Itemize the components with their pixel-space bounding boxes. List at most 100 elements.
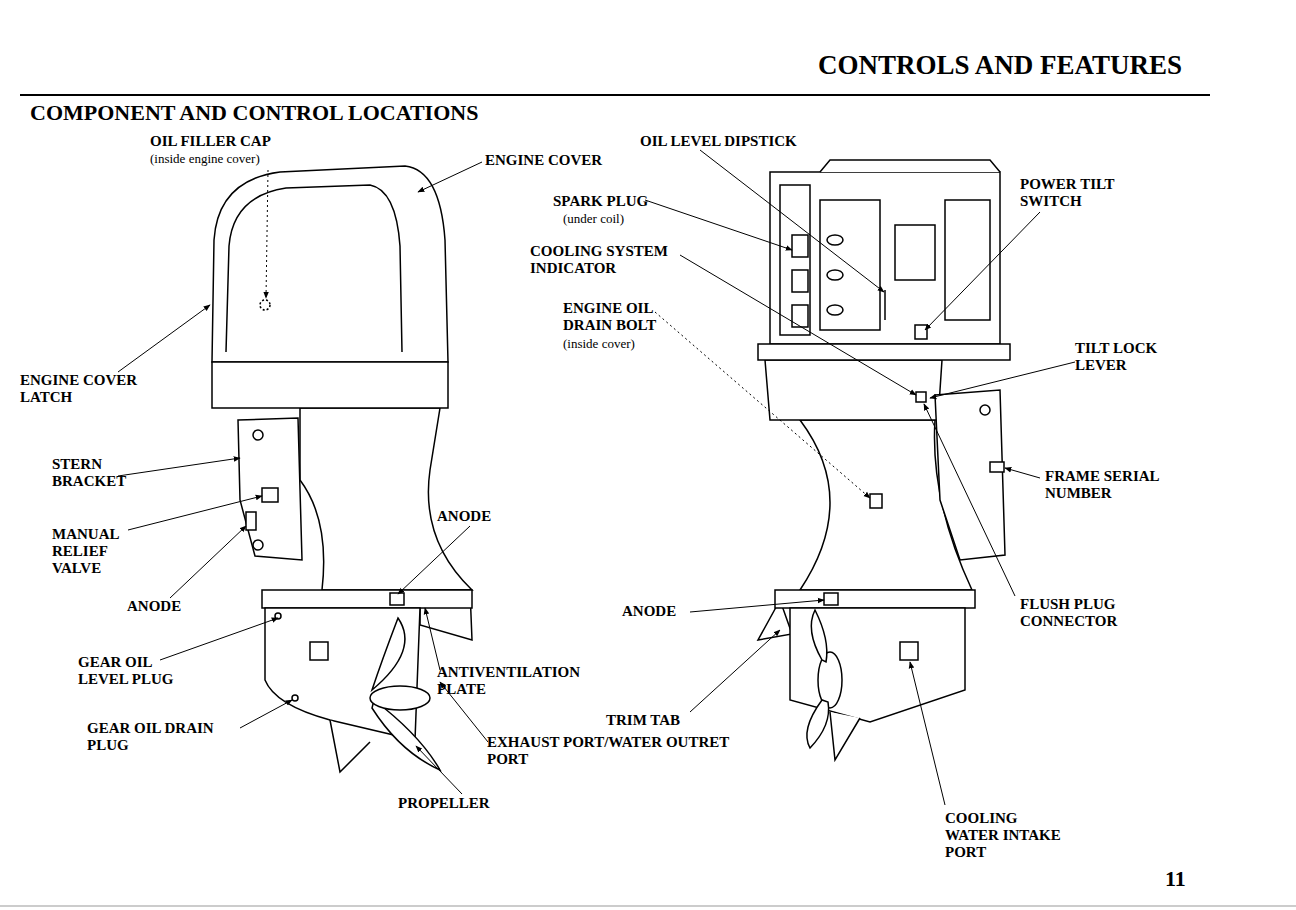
engine-block [770,172,1000,344]
leader-line [128,496,262,530]
bracket-anode [246,512,256,530]
lower-cowl [212,362,448,408]
engine-base [758,344,1010,360]
part-label: (inside cover) [563,336,683,351]
leader-line [118,458,240,476]
engine-top [820,160,1000,172]
antiventilation-plate-shape [262,590,472,608]
part-label: SPARK PLUG [553,193,673,210]
part-label: STERN BRACKET [52,456,142,490]
propeller-blade [372,618,405,690]
leader-line [690,600,824,612]
leader-line [266,170,268,298]
engine-cover-shape [212,166,448,362]
leader-line [170,526,246,598]
part-label: COOLING SYSTEM INDICATOR [530,243,680,277]
logo-plate [900,642,918,660]
leader-line [160,618,278,660]
part-label: OIL FILLER CAP [150,133,310,150]
leader-line [910,662,945,805]
head-bolt [827,235,843,245]
part-label: MANUAL RELIEF VALVE [52,526,127,577]
indicator-outlet [916,392,926,402]
leader-line [924,404,1015,596]
coil [792,270,808,292]
part-label: TILT LOCK LEVER [1075,340,1175,374]
part-label: COOLING WATER INTAKE PORT [945,810,1067,861]
leader-line [700,150,884,292]
leader-line [655,312,870,498]
serial-plate [990,462,1004,472]
leader-line [398,526,470,594]
leader-line [680,255,916,395]
tilt-switch [915,325,927,339]
part-label: FRAME SERIAL NUMBER [1045,468,1185,502]
stern-bracket-shape [935,390,1005,560]
leader-line [1005,468,1040,478]
part-label: ENGINE COVER [485,152,635,169]
lower-cowl [765,360,942,420]
coil [792,305,808,327]
header-rule [20,94,1210,96]
coil [792,235,808,257]
part-label: OIL LEVEL DIPSTICK [640,133,860,150]
page-edge [0,906,1296,907]
propeller-blade [807,700,829,748]
part-label: FLUSH PLUG CONNECTOR [1020,596,1160,630]
running-header: CONTROLS AND FEATURES [780,50,1182,81]
part-label: GEAR OIL DRAIN PLUG [87,720,247,754]
plate-anode [824,593,838,605]
part-label: ENGINE OIL DRAIN BOLT [563,300,663,334]
left-motor [212,166,472,772]
part-label: (inside engine cover) [150,151,310,166]
logo-plate [310,642,328,660]
cover-panel [226,185,402,352]
part-label: ANTIVENTILATION PLATE [437,664,597,698]
right-motor [758,160,1010,760]
flywheel-side [780,185,810,335]
stern-bracket-shape [238,418,302,560]
antiventilation-plate-shape [775,590,975,608]
section-heading: COMPONENT AND CONTROL LOCATIONS [30,100,478,126]
drain-plug [292,695,298,701]
part-label: GEAR OIL LEVEL PLUG [78,654,190,688]
part-label: POWER TILT SWITCH [1020,176,1120,210]
propeller-blade [811,610,827,662]
leader-line [418,162,482,192]
cylinder-head [820,200,880,330]
leader-line [645,200,792,250]
leader-line [690,630,780,712]
bracket-bolt [980,405,990,415]
leader-line [416,746,462,794]
leader-line [118,305,210,372]
leader-line [425,608,440,670]
head-bolt [827,305,843,315]
skeg [830,712,860,760]
leader-line [930,362,1075,398]
bracket-bolt [253,430,263,440]
part-label: TRIM TAB [606,712,706,729]
dipstick-tube [884,290,886,320]
leader-lines [118,150,1075,805]
part-label: ANODE [127,598,207,615]
head-bolt [827,270,843,280]
part-label: ANODE [622,603,702,620]
part-label: EXHAUST PORT/WATER OUTRET PORT [487,734,747,768]
part-label: ENGINE COVER LATCH [20,372,150,406]
page-number: 11 [1165,866,1205,891]
midsection [300,408,472,590]
part-label: PROPELLER [398,795,518,812]
gearcase [790,608,965,722]
filler-cap-hidden [260,300,270,310]
electrical-box [895,225,935,280]
drain-cover [870,494,882,508]
part-label: (under coil) [563,211,683,226]
part-label: ANODE [437,508,517,525]
leader-line [925,212,1040,330]
leader-line [240,700,292,728]
plate-anode [390,593,404,605]
skeg [330,720,370,772]
relief-valve [262,488,278,502]
propeller-hub [370,686,430,710]
